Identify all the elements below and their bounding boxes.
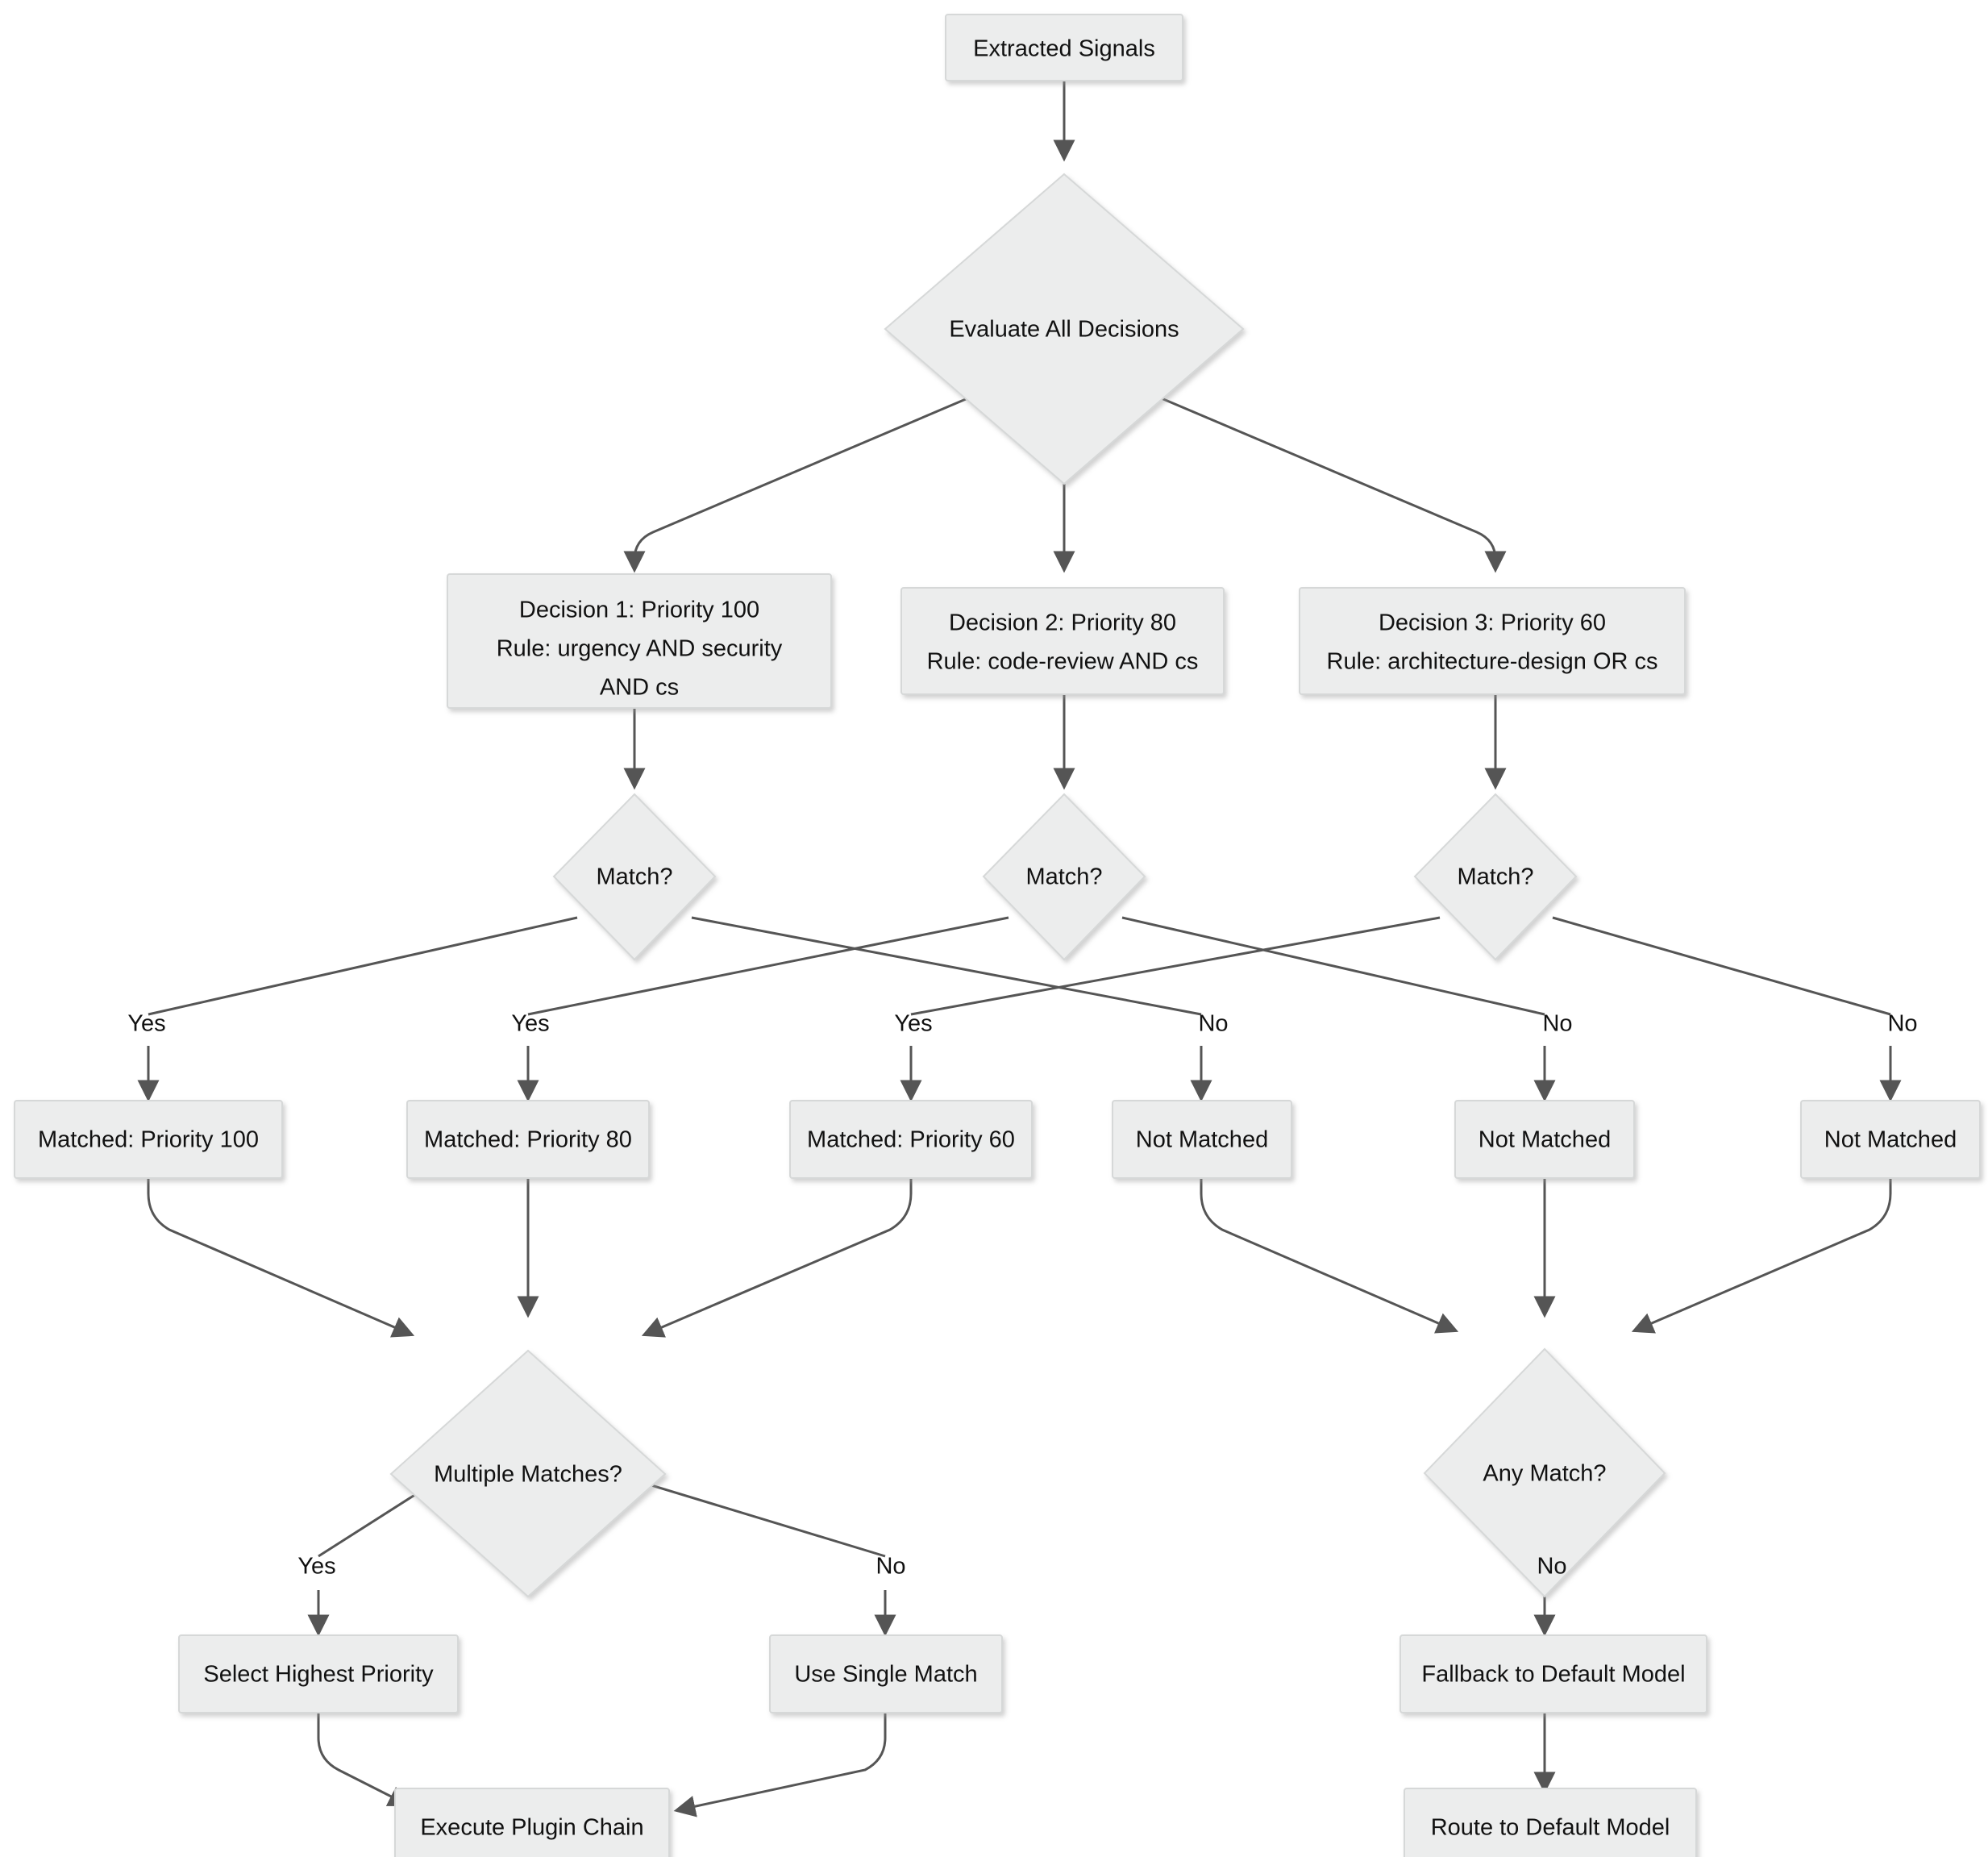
node-label-route-to-default-model: Route to Default Model — [1431, 1815, 1670, 1841]
node-matched-priority-60[interactable]: Matched: Priority 60 — [789, 1100, 1033, 1179]
node-label-use-single-match: Use Single Match — [794, 1662, 977, 1688]
node-multiple-matches[interactable]: Multiple Matches? — [389, 1349, 667, 1598]
edge-label-yes-2: Yes — [511, 1011, 549, 1037]
node-label-decision-1-line2: Rule: urgency AND security — [497, 636, 783, 662]
edge-label-no-1: No — [1198, 1011, 1228, 1037]
node-label-not-matched-2: Not Matched — [1479, 1127, 1611, 1153]
node-decision-2[interactable]: Decision 2: Priority 80 Rule: code-revie… — [900, 587, 1225, 695]
node-label-decision-1-line1: Decision 1: Priority 100 — [519, 597, 759, 623]
node-label-any-match: Any Match? — [1483, 1461, 1606, 1487]
node-fallback-to-default-model[interactable]: Fallback to Default Model — [1400, 1634, 1707, 1713]
node-label-match-2: Match? — [1025, 864, 1102, 890]
edge-label-yes-3: Yes — [894, 1011, 932, 1037]
node-label-decision-2-line2: Rule: code-review AND cs — [927, 649, 1199, 675]
node-matched-priority-100[interactable]: Matched: Priority 100 — [14, 1100, 283, 1179]
node-any-match[interactable]: Any Match? — [1423, 1347, 1666, 1598]
edge-match1-yes — [148, 916, 578, 1016]
edge-matched60-multiple — [641, 1151, 913, 1338]
node-label-decision-1-line3: AND cs — [600, 675, 679, 701]
node-route-to-default-model[interactable]: Route to Default Model — [1404, 1788, 1697, 1857]
node-label-multiple-matches: Multiple Matches? — [434, 1462, 622, 1488]
edge-evaluate-decision3 — [1157, 395, 1507, 573]
node-label-match-3: Match? — [1457, 864, 1533, 890]
node-label-not-matched-1: Not Matched — [1136, 1127, 1268, 1153]
node-match-2[interactable]: Match? — [982, 793, 1146, 961]
node-select-highest-priority[interactable]: Select Highest Priority — [178, 1634, 459, 1713]
node-match-1[interactable]: Match? — [552, 793, 717, 961]
edge-match3-no — [1552, 916, 1891, 1016]
node-not-matched-2[interactable]: Not Matched — [1454, 1100, 1635, 1179]
edge-layer — [137, 81, 1902, 1817]
edge-label-multiple-no: No — [875, 1554, 905, 1580]
node-label-decision-3-line1: Decision 3: Priority 60 — [1379, 610, 1606, 636]
node-extracted-signals[interactable]: Extracted Signals — [945, 14, 1183, 81]
node-execute-plugin-chain[interactable]: Execute Plugin Chain — [394, 1788, 670, 1857]
node-label-matched-priority-100: Matched: Priority 100 — [38, 1127, 259, 1153]
edge-match1-no — [691, 916, 1202, 1016]
node-label-evaluate-all-decisions: Evaluate All Decisions — [949, 317, 1179, 343]
node-label-select-highest-priority: Select Highest Priority — [203, 1662, 434, 1688]
node-evaluate-all-decisions[interactable]: Evaluate All Decisions — [884, 173, 1245, 485]
edge-label-anymatch-no: No — [1537, 1554, 1566, 1580]
node-use-single-match[interactable]: Use Single Match — [769, 1634, 1003, 1713]
node-label-matched-priority-80: Matched: Priority 80 — [424, 1127, 632, 1153]
node-label-extracted-signals: Extracted Signals — [973, 36, 1155, 62]
edge-label-yes-1: Yes — [127, 1011, 165, 1037]
node-label-execute-plugin-chain: Execute Plugin Chain — [420, 1815, 643, 1841]
node-label-not-matched-3: Not Matched — [1824, 1127, 1957, 1153]
edge-evaluate-decision1 — [623, 395, 972, 573]
node-label-decision-3-line2: Rule: architecture-design OR cs — [1327, 649, 1658, 675]
edge-label-multiple-yes: Yes — [297, 1554, 335, 1580]
edge-label-no-3: No — [1887, 1011, 1917, 1037]
node-not-matched-1[interactable]: Not Matched — [1112, 1100, 1292, 1179]
node-label-fallback-to-default-model: Fallback to Default Model — [1421, 1662, 1685, 1688]
edge-match3-yes — [910, 916, 1441, 1016]
node-match-3[interactable]: Match? — [1413, 793, 1578, 961]
edge-notmatched1-anymatch — [1200, 1151, 1459, 1334]
node-decision-3[interactable]: Decision 3: Priority 60 Rule: architectu… — [1299, 587, 1686, 695]
edge-match2-no — [1121, 916, 1545, 1016]
edge-notmatched3-anymatch — [1631, 1151, 1892, 1334]
node-matched-priority-80[interactable]: Matched: Priority 80 — [406, 1100, 650, 1179]
edge-selecthighest-execute — [317, 1689, 411, 1807]
edge-match2-yes — [527, 916, 1009, 1016]
node-label-match-1: Match? — [596, 864, 672, 890]
node-label-matched-priority-60: Matched: Priority 60 — [807, 1127, 1015, 1153]
edge-matched100-multiple — [147, 1151, 415, 1338]
node-decision-1[interactable]: Decision 1: Priority 100 Rule: urgency A… — [447, 573, 832, 709]
node-not-matched-3[interactable]: Not Matched — [1800, 1100, 1981, 1179]
edge-label-no-2: No — [1542, 1011, 1572, 1037]
edge-usesingle-execute — [673, 1689, 887, 1817]
node-label-decision-2-line1: Decision 2: Priority 80 — [949, 610, 1176, 636]
